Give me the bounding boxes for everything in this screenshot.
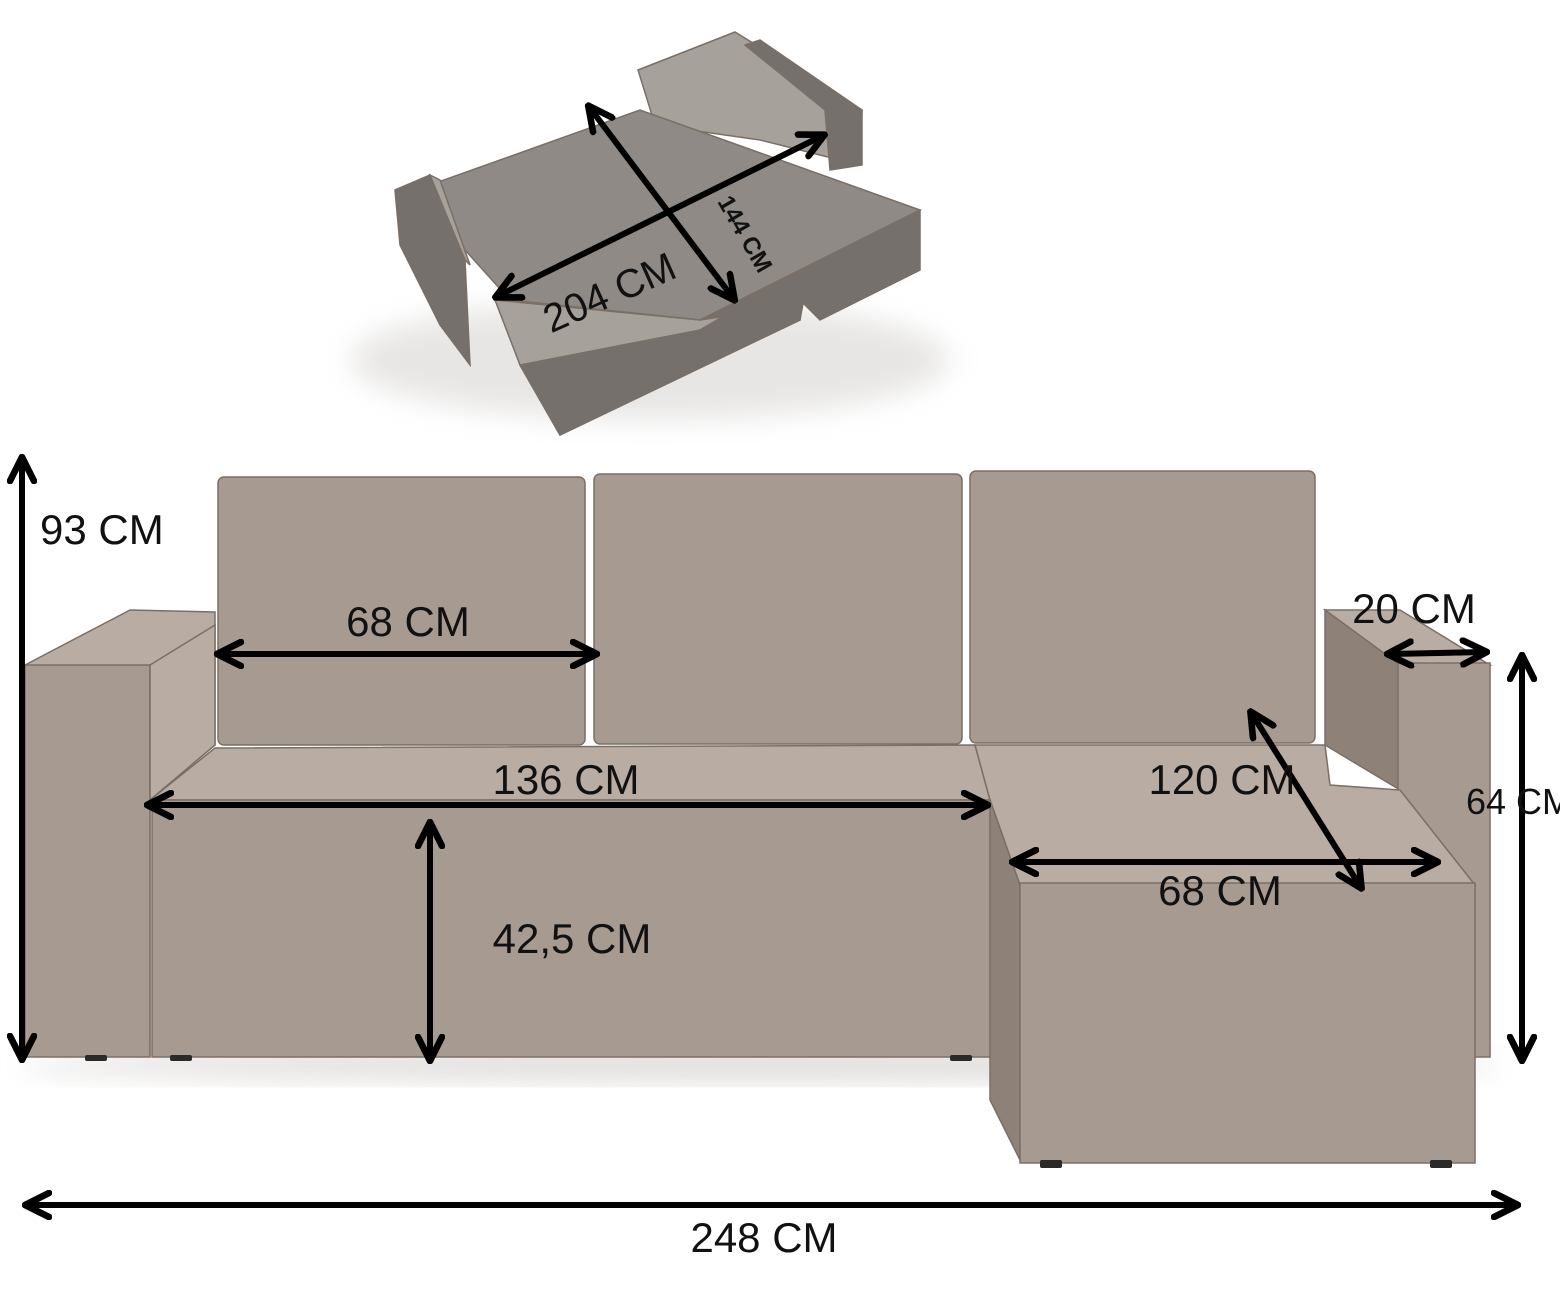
label-total-height: 93 CM <box>40 506 164 553</box>
sofa-illustration <box>20 470 1500 1168</box>
label-chaise-length: 120 CM <box>1148 756 1295 803</box>
back-cushion-left <box>217 476 586 746</box>
label-chaise-width: 68 CM <box>1158 867 1282 914</box>
left-armrest-front <box>24 664 151 1058</box>
sofa-leg <box>1430 1160 1452 1168</box>
arrow-bed-width <box>590 108 733 298</box>
label-armrest-height: 64 CM <box>1466 781 1560 822</box>
dimension-arrows <box>22 108 1522 1205</box>
sofa-leg <box>170 1055 192 1061</box>
sofa-leg <box>950 1055 972 1061</box>
seat-front <box>151 799 993 1058</box>
sofa-leg <box>85 1055 107 1061</box>
back-cushion-right <box>969 470 1316 744</box>
label-cushion-width: 68 CM <box>346 598 470 645</box>
label-seat-height: 42,5 CM <box>493 915 652 962</box>
label-seat-width: 136 CM <box>492 756 639 803</box>
label-armrest-width: 20 CM <box>1352 585 1476 632</box>
sofa-bed-illustration <box>350 31 950 436</box>
bed-right-armrest <box>743 39 863 171</box>
label-total-width: 248 CM <box>690 1214 837 1261</box>
arrow-armrest-width <box>1390 652 1484 654</box>
chaise-front <box>1019 882 1476 1164</box>
back-cushion-middle <box>593 473 963 745</box>
sofa-leg <box>1040 1160 1062 1168</box>
